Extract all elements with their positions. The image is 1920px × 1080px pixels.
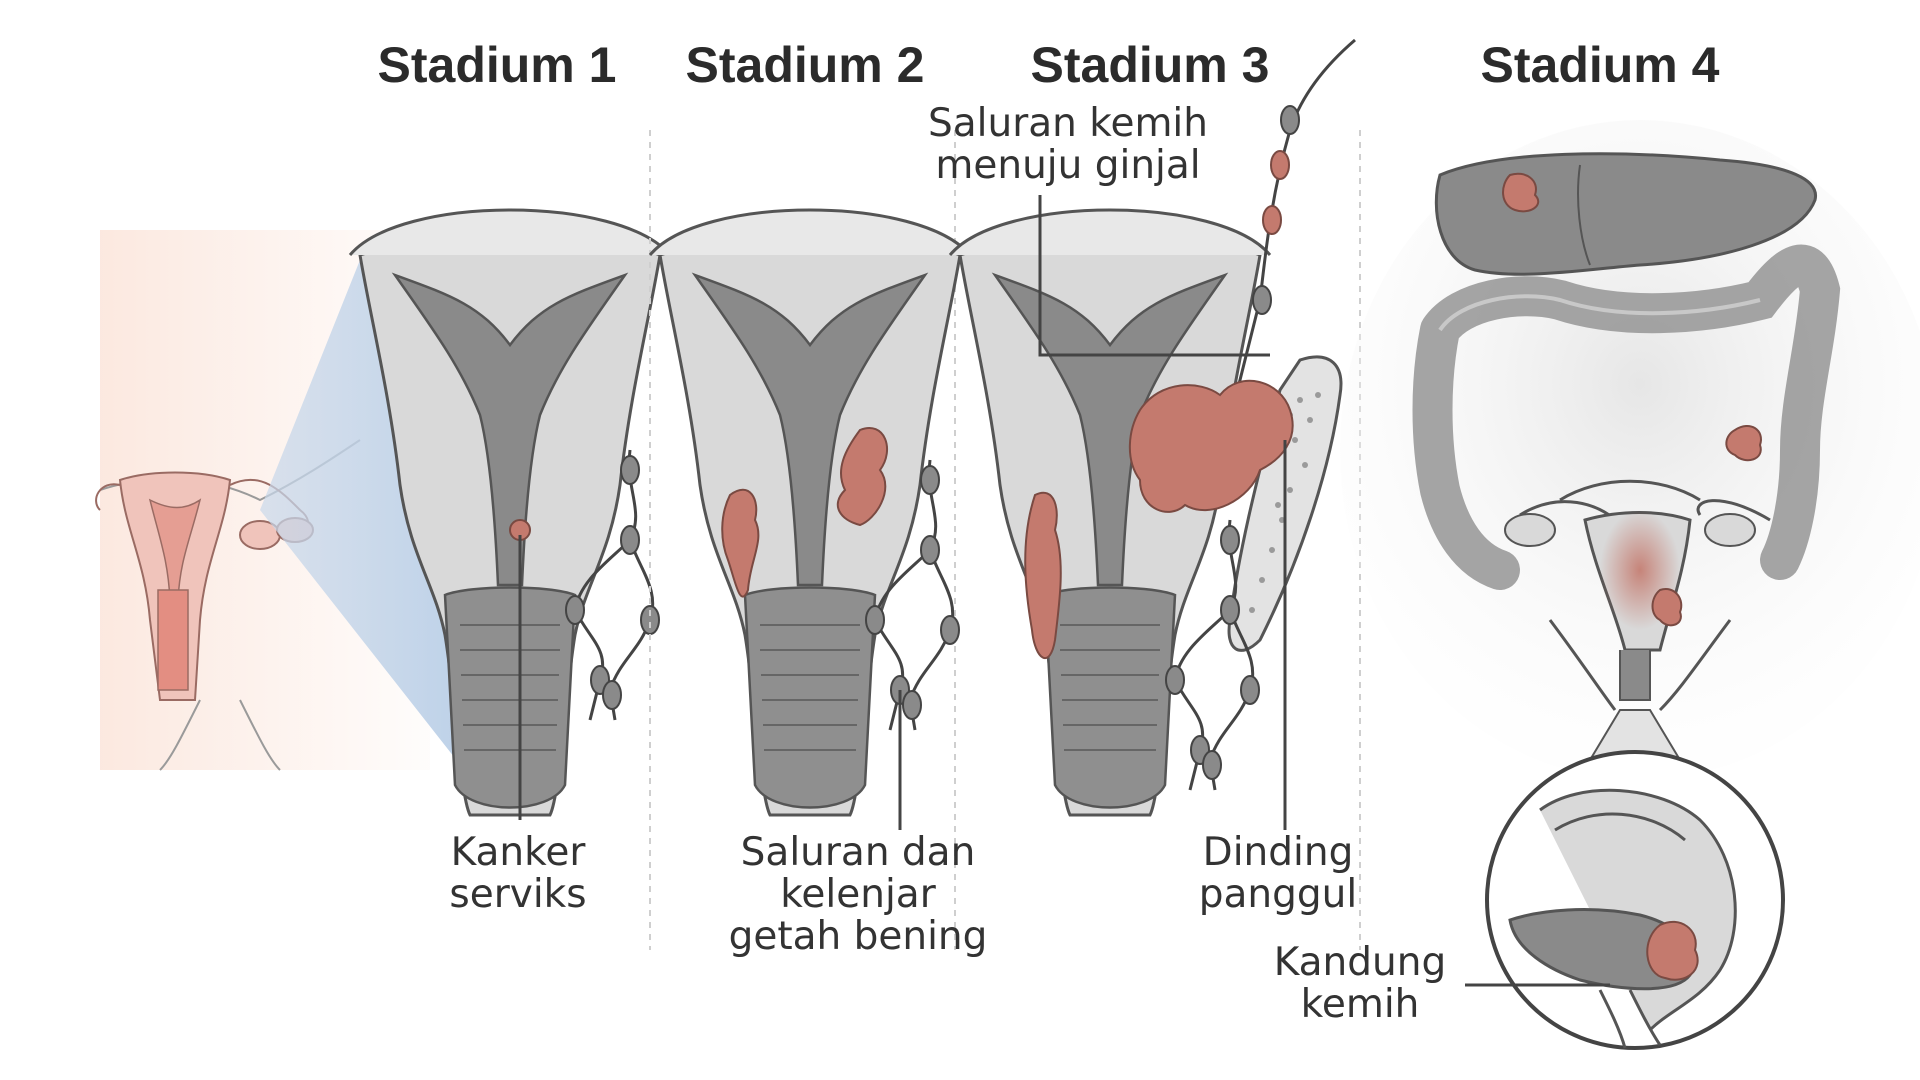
stage-3-title: Stadium 3 [1030,37,1270,93]
stage-2-tumor-left [721,488,760,598]
stage-2-uterus [648,208,972,817]
label-pelvic-wall: Dinding panggul [1198,830,1358,917]
stage-4-colon-metastasis [1725,425,1762,462]
small-uterus-overview [95,471,314,701]
stage-4-title: Stadium 4 [1480,37,1720,93]
stage-3-uterus [948,208,1272,817]
label-cervical-cancer: Kanker serviks [449,830,587,917]
zoom-beam [260,260,480,790]
stage-4-liver-metastasis [1502,172,1540,213]
stage-4-bladder-tumor [1646,920,1699,981]
stage-3-tumor-left [1024,491,1062,660]
label-bladder: Kandung kemih [1273,940,1447,1027]
stage-1-title: Stadium 1 [377,37,617,93]
stage-3-tumor-large [1128,379,1294,513]
stage-2-tumor-right [836,427,889,527]
stage-3-ureter [1228,38,1356,421]
stage-2-title: Stadium 2 [685,37,925,93]
label-ureter: Saluran kemih menuju ginjal [928,101,1208,188]
label-lymph-nodes: Saluran dan kelenjar getah bening [728,830,988,959]
